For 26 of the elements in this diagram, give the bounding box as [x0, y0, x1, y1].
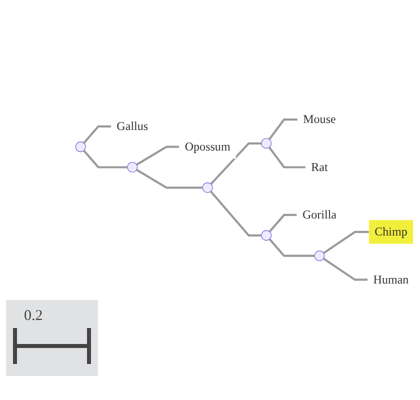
connector — [136, 146, 180, 166]
node-box: Chimp — [368, 220, 414, 244]
node-circle — [202, 182, 213, 194]
node-circle — [261, 230, 272, 242]
connector — [268, 214, 297, 233]
node-circle — [127, 162, 138, 173]
node-circle — [75, 142, 86, 153]
connector — [83, 126, 112, 144]
node-text: Mouse — [303, 113, 336, 126]
connector — [268, 147, 306, 169]
connector — [210, 142, 262, 186]
connector — [83, 150, 128, 169]
connector — [268, 118, 298, 140]
connector — [136, 169, 203, 190]
node-circle — [261, 138, 272, 150]
scale-label: 0.2 — [24, 308, 43, 325]
node-text: Human — [373, 273, 409, 287]
connector — [322, 231, 369, 254]
node-circle — [314, 250, 325, 262]
node-text: Rat — [311, 160, 328, 174]
connector — [268, 238, 315, 258]
connector — [210, 191, 262, 237]
node-text: Gallus — [116, 120, 148, 134]
node-text: Opossum — [184, 140, 230, 154]
connector — [322, 258, 368, 282]
node-text: Gorilla — [302, 208, 337, 222]
